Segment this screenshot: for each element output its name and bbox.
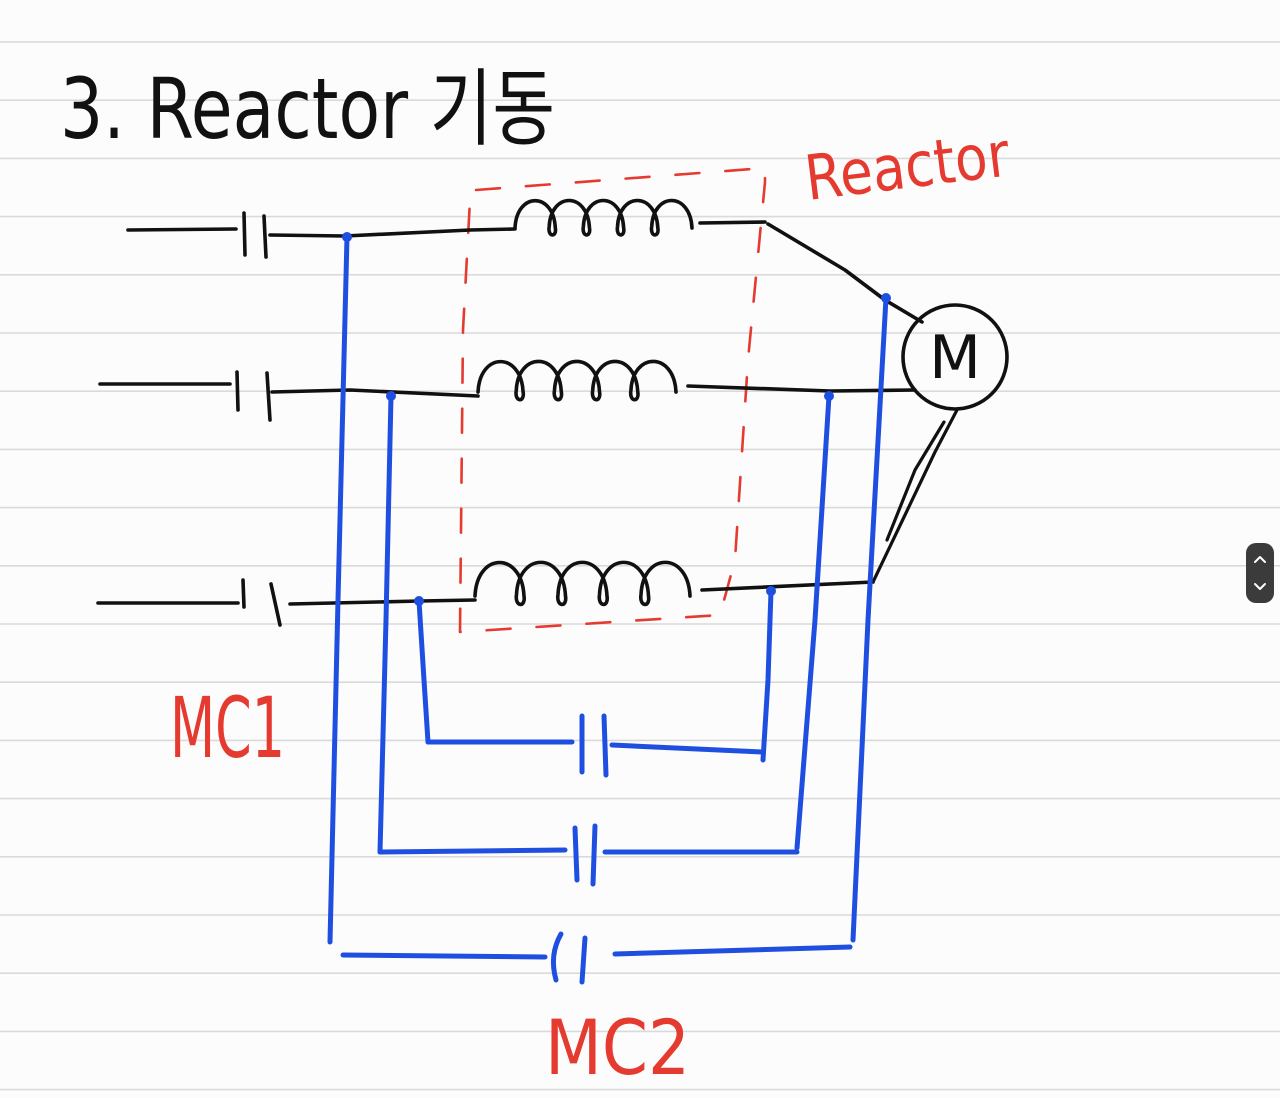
mc-wiring (327, 232, 891, 985)
phase-bottom-contact-bar-left (241, 578, 246, 609)
contact-outer-wire-left (340, 952, 548, 960)
phase-middle-contact-bar-right (265, 371, 272, 422)
phase-top-wire-out (698, 220, 767, 225)
phase-line-middle (98, 359, 917, 422)
note-title: 3. Reactor 기동 (60, 60, 555, 158)
phase-top-wire (268, 227, 517, 238)
contact-outer-wire-right (612, 944, 853, 957)
blue-wire-outer-left (327, 234, 350, 945)
contact-middle-bar-right (590, 823, 598, 887)
scroll-down-button[interactable] (1249, 576, 1271, 598)
phase-middle-to-motor (686, 384, 917, 393)
mc1-label: MC1 (170, 679, 285, 777)
blue-wire-second-left (377, 393, 394, 855)
contact-middle-wire-left (377, 847, 568, 855)
phase-middle-wire (270, 388, 480, 398)
contact-middle-bar-left (572, 825, 580, 883)
motor: M (901, 303, 1009, 411)
phase-top-lead-in (126, 227, 238, 232)
blue-wire-inner-left (416, 598, 431, 745)
ruled-lines (0, 41, 1280, 1091)
contact-outer-bar-right (579, 935, 588, 985)
phase-bottom-to-motor-return (885, 420, 946, 542)
page-scroll-widget (1246, 543, 1274, 603)
contact-outer-bar-left (550, 931, 564, 983)
mc2-label: MC2 (545, 1003, 690, 1092)
phase-bottom-wire-out (700, 580, 875, 592)
reactor-label: Reactor (801, 117, 1014, 214)
phase-top-contact-bar-left (242, 211, 247, 257)
phase-top-contact-bar-right (262, 214, 268, 259)
phase-middle-contact-bar-left (235, 370, 240, 412)
motor-label: M (929, 323, 981, 393)
junction-dot (386, 391, 396, 401)
contact-inner-bar-right (601, 713, 609, 778)
chevron-down-icon (1254, 583, 1266, 590)
reactor-coil-middle (476, 359, 678, 402)
junction-dot (414, 596, 424, 606)
blue-wire-outer-right (850, 295, 889, 943)
reactor-coil-bottom (473, 560, 692, 607)
junction-dot (881, 293, 891, 303)
junction-dot (766, 586, 776, 596)
scroll-up-button[interactable] (1249, 548, 1271, 570)
contact-inner-wire-right (609, 742, 765, 755)
phase-top-to-motor (766, 222, 924, 324)
phase-line-bottom (96, 408, 959, 627)
phase-line-top (126, 198, 924, 324)
blue-wire-inner-right (760, 588, 774, 763)
phase-bottom-contact-bar-right (269, 582, 282, 627)
junction-dot (824, 391, 834, 401)
phase-bottom-wire (288, 598, 477, 606)
reactor-coil-top (513, 198, 694, 237)
junction-dot (342, 232, 352, 242)
phase-bottom-to-motor (871, 408, 959, 584)
chevron-up-icon (1254, 556, 1266, 563)
blue-wire-second-right (794, 393, 832, 851)
motor-circle (901, 303, 1009, 411)
